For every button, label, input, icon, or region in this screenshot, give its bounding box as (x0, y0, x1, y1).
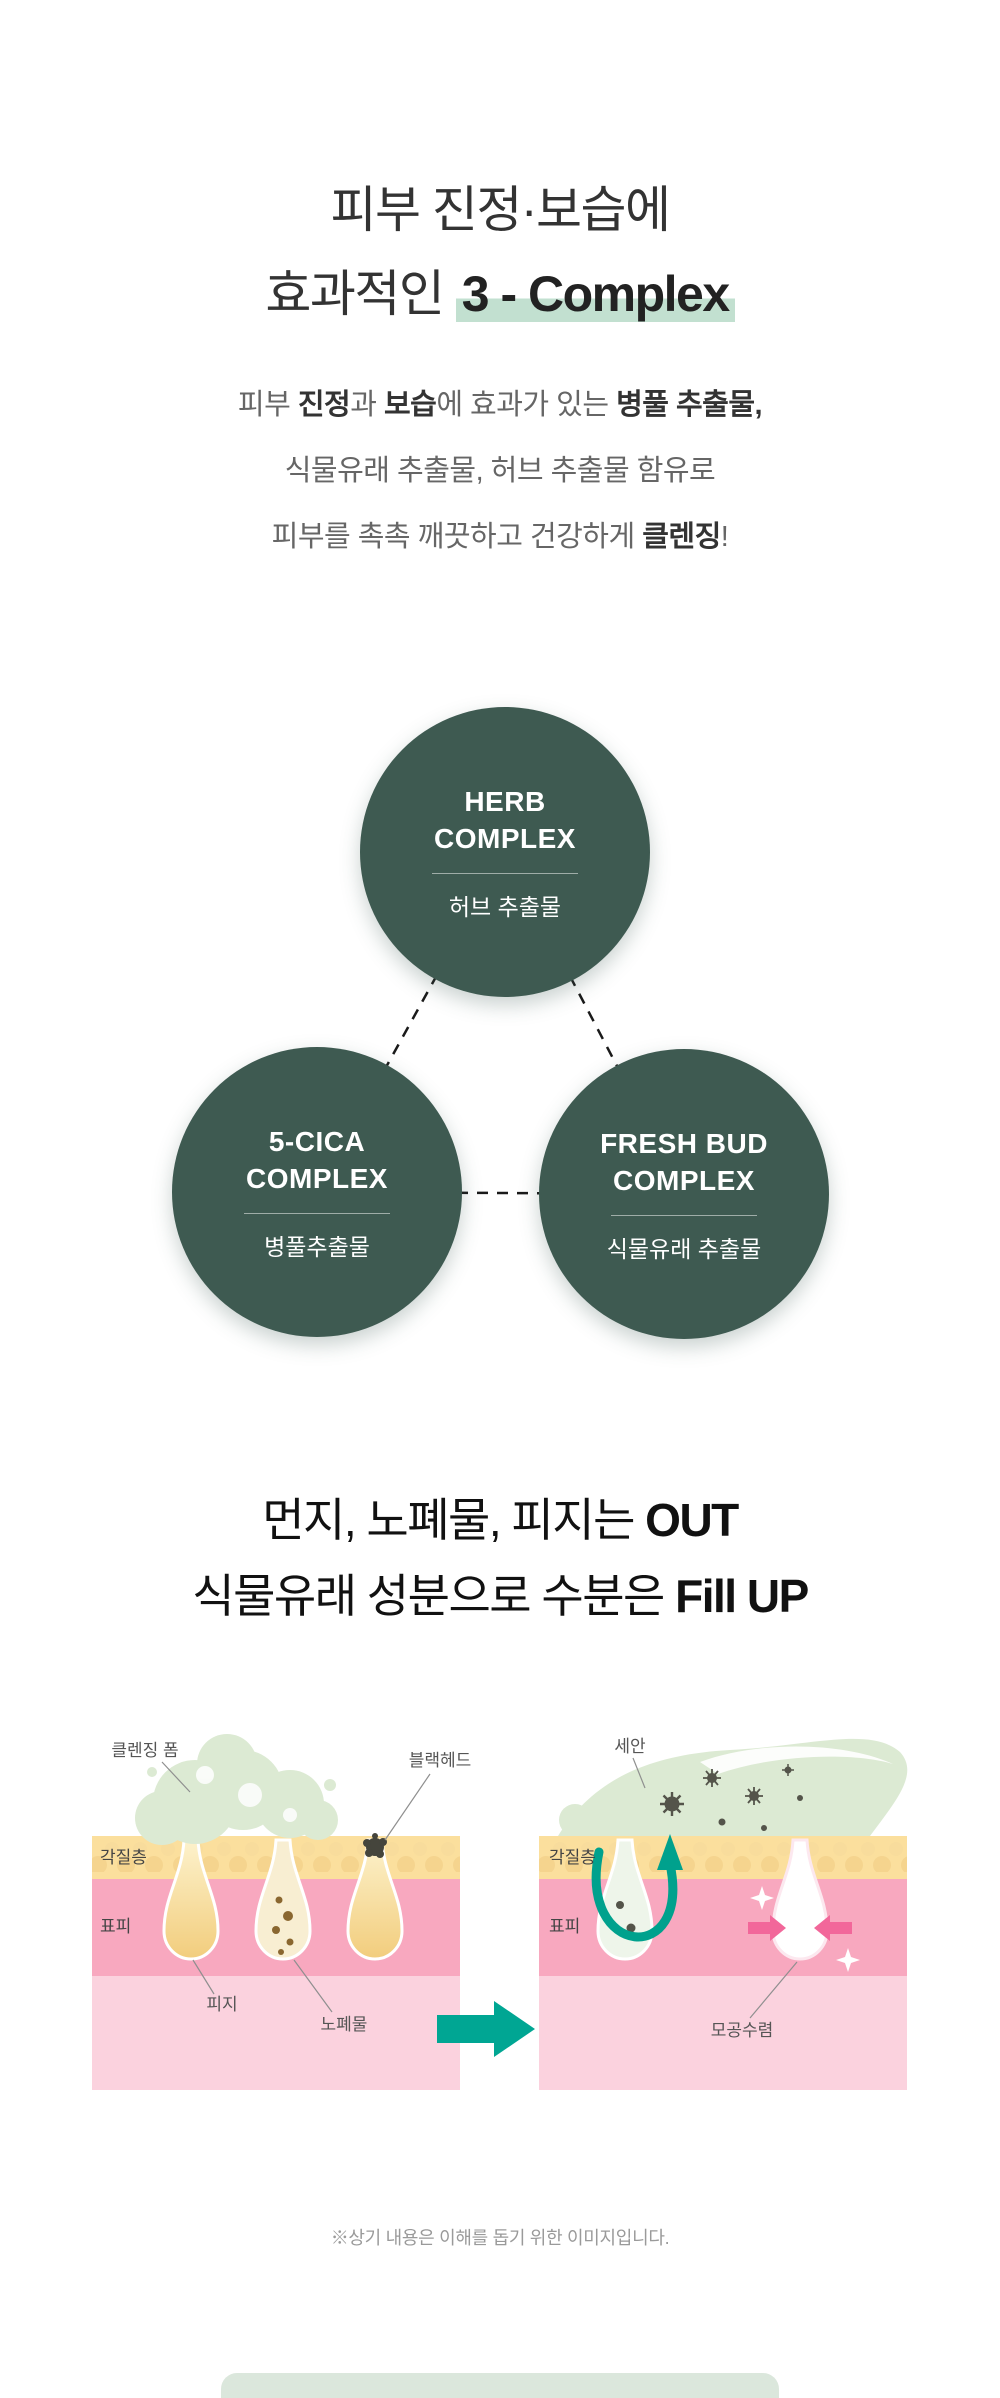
tighten-arrow-right-icon (814, 1915, 852, 1941)
complex-name-line: COMPLEX (246, 1162, 388, 1194)
benefit-heading: 먼지, 노폐물, 피지는 OUT 식물유래 성분으로 수분은 Fill UP (0, 1482, 1000, 1634)
epidermis-label: 표피 (100, 1917, 131, 1936)
blackhead-pore (346, 1838, 404, 1961)
complex-circle-cica: 5-CICA COMPLEX 병풀추출물 (172, 1047, 462, 1337)
desc-bold: 보습 (383, 389, 437, 421)
skin-diagram-illustration: 클렌징 폼 블랙헤드 각질층 표피 피지 노폐물 (92, 1734, 908, 2090)
dermis-layer (92, 1976, 460, 2090)
after-panel: 세안 각질층 표피 모공수렴 (539, 1737, 908, 2090)
desc-bold: 진정 (297, 389, 351, 421)
desc-bold: 클렌징 (642, 521, 721, 553)
blackhead-label: 블랙헤드 (409, 1751, 472, 1770)
benefit-text: 먼지, 노폐물, 피지는 (262, 1494, 646, 1546)
circle-divider (432, 872, 578, 874)
skin-diagram-section: 클렌징 폼 블랙헤드 각질층 표피 피지 노폐물 (0, 1700, 1000, 2130)
intro-section: 피부 진정·보습에 효과적인 3 - Complex 피부 진정과 보습에 효과… (0, 168, 1000, 570)
next-section-card-peek (221, 2373, 779, 2398)
complex-circle-fresh-bud: FRESH BUD COMPLEX 식물유래 추출물 (539, 1049, 829, 1339)
foam-highlights (196, 1766, 297, 1822)
tighten-arrow-left-icon (748, 1915, 786, 1941)
complex-subtitle: 식물유래 추출물 (606, 1235, 762, 1262)
desc-text: 피부 (237, 389, 298, 421)
desc-text: 에 효과가 있는 (436, 389, 617, 421)
sparkle-icon (750, 1886, 774, 1910)
dirt-dot (616, 1901, 624, 1909)
sparkle-icon (836, 1948, 860, 1972)
complex-subtitle: 병풀추출물 (264, 1233, 370, 1260)
foam-swoosh (558, 1738, 908, 1836)
complex-subtitle: 허브 추출물 (448, 893, 562, 920)
circle-divider (611, 1214, 757, 1216)
foam-wave-highlight (700, 1746, 893, 1774)
waste-particles (272, 1896, 294, 1955)
desc-text: ! (720, 521, 729, 553)
benefit-bold-out: OUT (645, 1494, 739, 1546)
foam-label: 클렌징 폼 (111, 1741, 178, 1760)
before-panel: 클렌징 폼 블랙헤드 각질층 표피 피지 노폐물 (92, 1734, 471, 2090)
desc-text: 과 (350, 389, 384, 421)
benefit-bold-fillup: Fill UP (675, 1570, 809, 1622)
benefit-line-1: 먼지, 노폐물, 피지는 OUT (0, 1482, 1000, 1558)
transition-arrow-icon (437, 2001, 535, 2057)
section-title: 피부 진정·보습에 효과적인 3 - Complex (0, 168, 1000, 336)
description-line-3: 피부를 촉촉 깨끗하고 건강하게 클렌징! (0, 504, 1000, 570)
desc-bold: 병풀 추출물, (616, 389, 763, 421)
complex-name: FRESH BUD COMPLEX (600, 1125, 768, 1199)
sebum-label: 피지 (206, 1995, 237, 2014)
complex-name: HERB COMPLEX (434, 783, 576, 857)
waste-label: 노폐물 (321, 2015, 368, 2034)
desc-text: 피부를 촉촉 깨끗하고 건강하게 (271, 521, 643, 553)
blackhead (363, 1833, 387, 1858)
description-line-1: 피부 진정과 보습에 효과가 있는 병풀 추출물, (0, 372, 1000, 438)
intro-description: 피부 진정과 보습에 효과가 있는 병풀 추출물, 식물유래 추출물, 허브 추… (0, 372, 1000, 570)
description-line-2: 식물유래 추출물, 허브 추출물 함유로 (284, 455, 716, 487)
dermis-layer (539, 1976, 907, 2090)
epidermis-label: 표피 (549, 1917, 580, 1936)
label-lines (632, 1757, 798, 2019)
extraction-curve-arrow (591, 1847, 678, 1942)
complex-name-line: HERB (464, 785, 546, 817)
title-highlight-3-complex: 3 - Complex (455, 266, 735, 322)
complex-circle-herb: HERB COMPLEX 허브 추출물 (360, 707, 650, 997)
benefit-text: 식물유래 성분으로 수분은 (192, 1570, 676, 1622)
benefit-line-2: 식물유래 성분으로 수분은 Fill UP (0, 1558, 1000, 1634)
foam-bubble (559, 1804, 591, 1836)
corneum-label: 각질층 (549, 1848, 596, 1867)
pore-tighten-label: 모공수렴 (711, 2021, 774, 2040)
complex-name-line: 5-CICA (268, 1125, 366, 1157)
complex-name: 5-CICA COMPLEX (246, 1123, 388, 1197)
complex-name-line: COMPLEX (613, 1164, 755, 1196)
clean-pore (771, 1838, 829, 1961)
complex-diagram: HERB COMPLEX 허브 추출물 5-CICA COMPLEX 병풀추출물… (0, 700, 1000, 1360)
title-line-1: 피부 진정·보습에 (330, 182, 671, 238)
footnote: ※상기 내용은 이해를 돕기 위한 이미지입니다. (330, 2228, 670, 2248)
complex-name-line: FRESH BUD (600, 1127, 768, 1159)
waste-pore (254, 1838, 312, 1961)
complex-name-line: COMPLEX (434, 822, 576, 854)
dirt-particles (660, 1764, 803, 1831)
sebum-pore (162, 1838, 220, 1961)
label-lines (161, 1761, 431, 2013)
circle-divider (244, 1212, 390, 1214)
wash-label: 세안 (614, 1737, 646, 1756)
title-line-2-normal: 효과적인 (265, 266, 456, 322)
extraction-arrowhead-icon (657, 1834, 683, 1870)
corneum-label: 각질층 (100, 1848, 147, 1867)
title-line-2: 효과적인 3 - Complex (0, 252, 1000, 336)
dirt-dot (626, 1923, 636, 1933)
